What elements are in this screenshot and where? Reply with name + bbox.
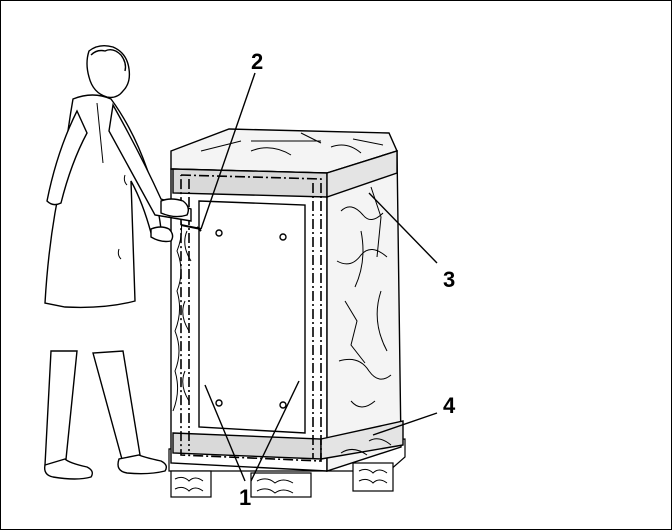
mount-hole [215, 399, 223, 407]
right-leg [92, 350, 142, 464]
head [86, 44, 131, 99]
pallet-block-right [352, 462, 394, 492]
strapping [180, 174, 322, 462]
mount-hole [279, 401, 287, 409]
leader-line-2 [200, 72, 256, 230]
pallet-block-left [170, 470, 212, 498]
pallet-block-middle [250, 472, 312, 498]
worker-figure [43, 44, 202, 480]
leader-line-1a [204, 384, 246, 482]
leader-lines [200, 72, 438, 482]
left-leg [44, 350, 78, 470]
top-band-front [172, 168, 328, 198]
leader-line-1b [250, 380, 300, 482]
right-shoe [117, 454, 168, 475]
shrink-wrap [172, 144, 392, 456]
top-band-side [326, 150, 398, 198]
mount-hole [279, 233, 287, 241]
callout-1: 1 [239, 485, 251, 510]
callout-3: 3 [443, 267, 455, 292]
bottom-band-side [320, 420, 404, 460]
screwdriver-icon [180, 224, 202, 232]
left-shoe [43, 458, 94, 480]
hand [160, 198, 190, 218]
front-panel [198, 200, 306, 434]
callout-4: 4 [443, 393, 456, 418]
leader-line-3 [368, 192, 438, 264]
leader-line-4 [372, 412, 438, 436]
wrapped-unit [170, 128, 404, 472]
callout-2: 2 [251, 49, 263, 74]
hand [150, 226, 174, 243]
mount-hole [215, 229, 223, 237]
lab-coat [44, 94, 162, 309]
left-arm [46, 109, 88, 206]
crate-side [326, 150, 402, 472]
